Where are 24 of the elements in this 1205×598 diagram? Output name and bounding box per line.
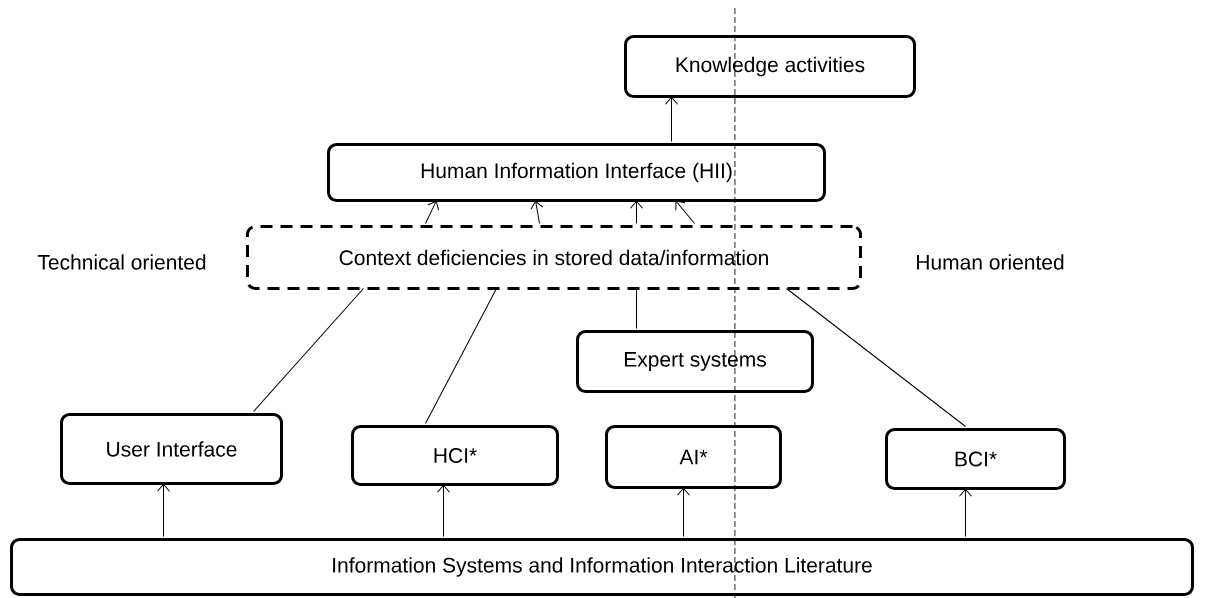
arrow: [157, 483, 170, 537]
rounded-box: Expert systems: [576, 330, 814, 393]
side-label: Technical oriented: [37, 254, 206, 270]
rounded-box: User Interface: [60, 413, 283, 485]
rounded-box: AI*: [605, 425, 782, 489]
arrow: [425, 200, 440, 224]
rounded-box: Knowledge activities: [624, 35, 916, 98]
rounded-box: HCI*: [351, 425, 559, 486]
arrow: [630, 200, 643, 224]
connector-line: [636, 288, 637, 329]
arrow: [677, 487, 690, 537]
arrow: [437, 484, 450, 537]
side-label: Human oriented: [917, 254, 1064, 270]
connector-line: [253, 288, 364, 412]
connector-line: [786, 288, 966, 427]
rounded-box: Human Information Interface (HII): [327, 143, 826, 202]
arrow: [530, 200, 544, 224]
dashed-box: Context deficiencies in stored data/information: [246, 225, 862, 290]
rounded-box: Information Systems and Information Interaction Literature: [10, 538, 1194, 596]
rounded-box: BCI*: [885, 428, 1066, 490]
arrow: [665, 96, 678, 142]
connector-line: [425, 288, 497, 424]
arrow: [959, 488, 972, 537]
arrow: [675, 200, 695, 224]
